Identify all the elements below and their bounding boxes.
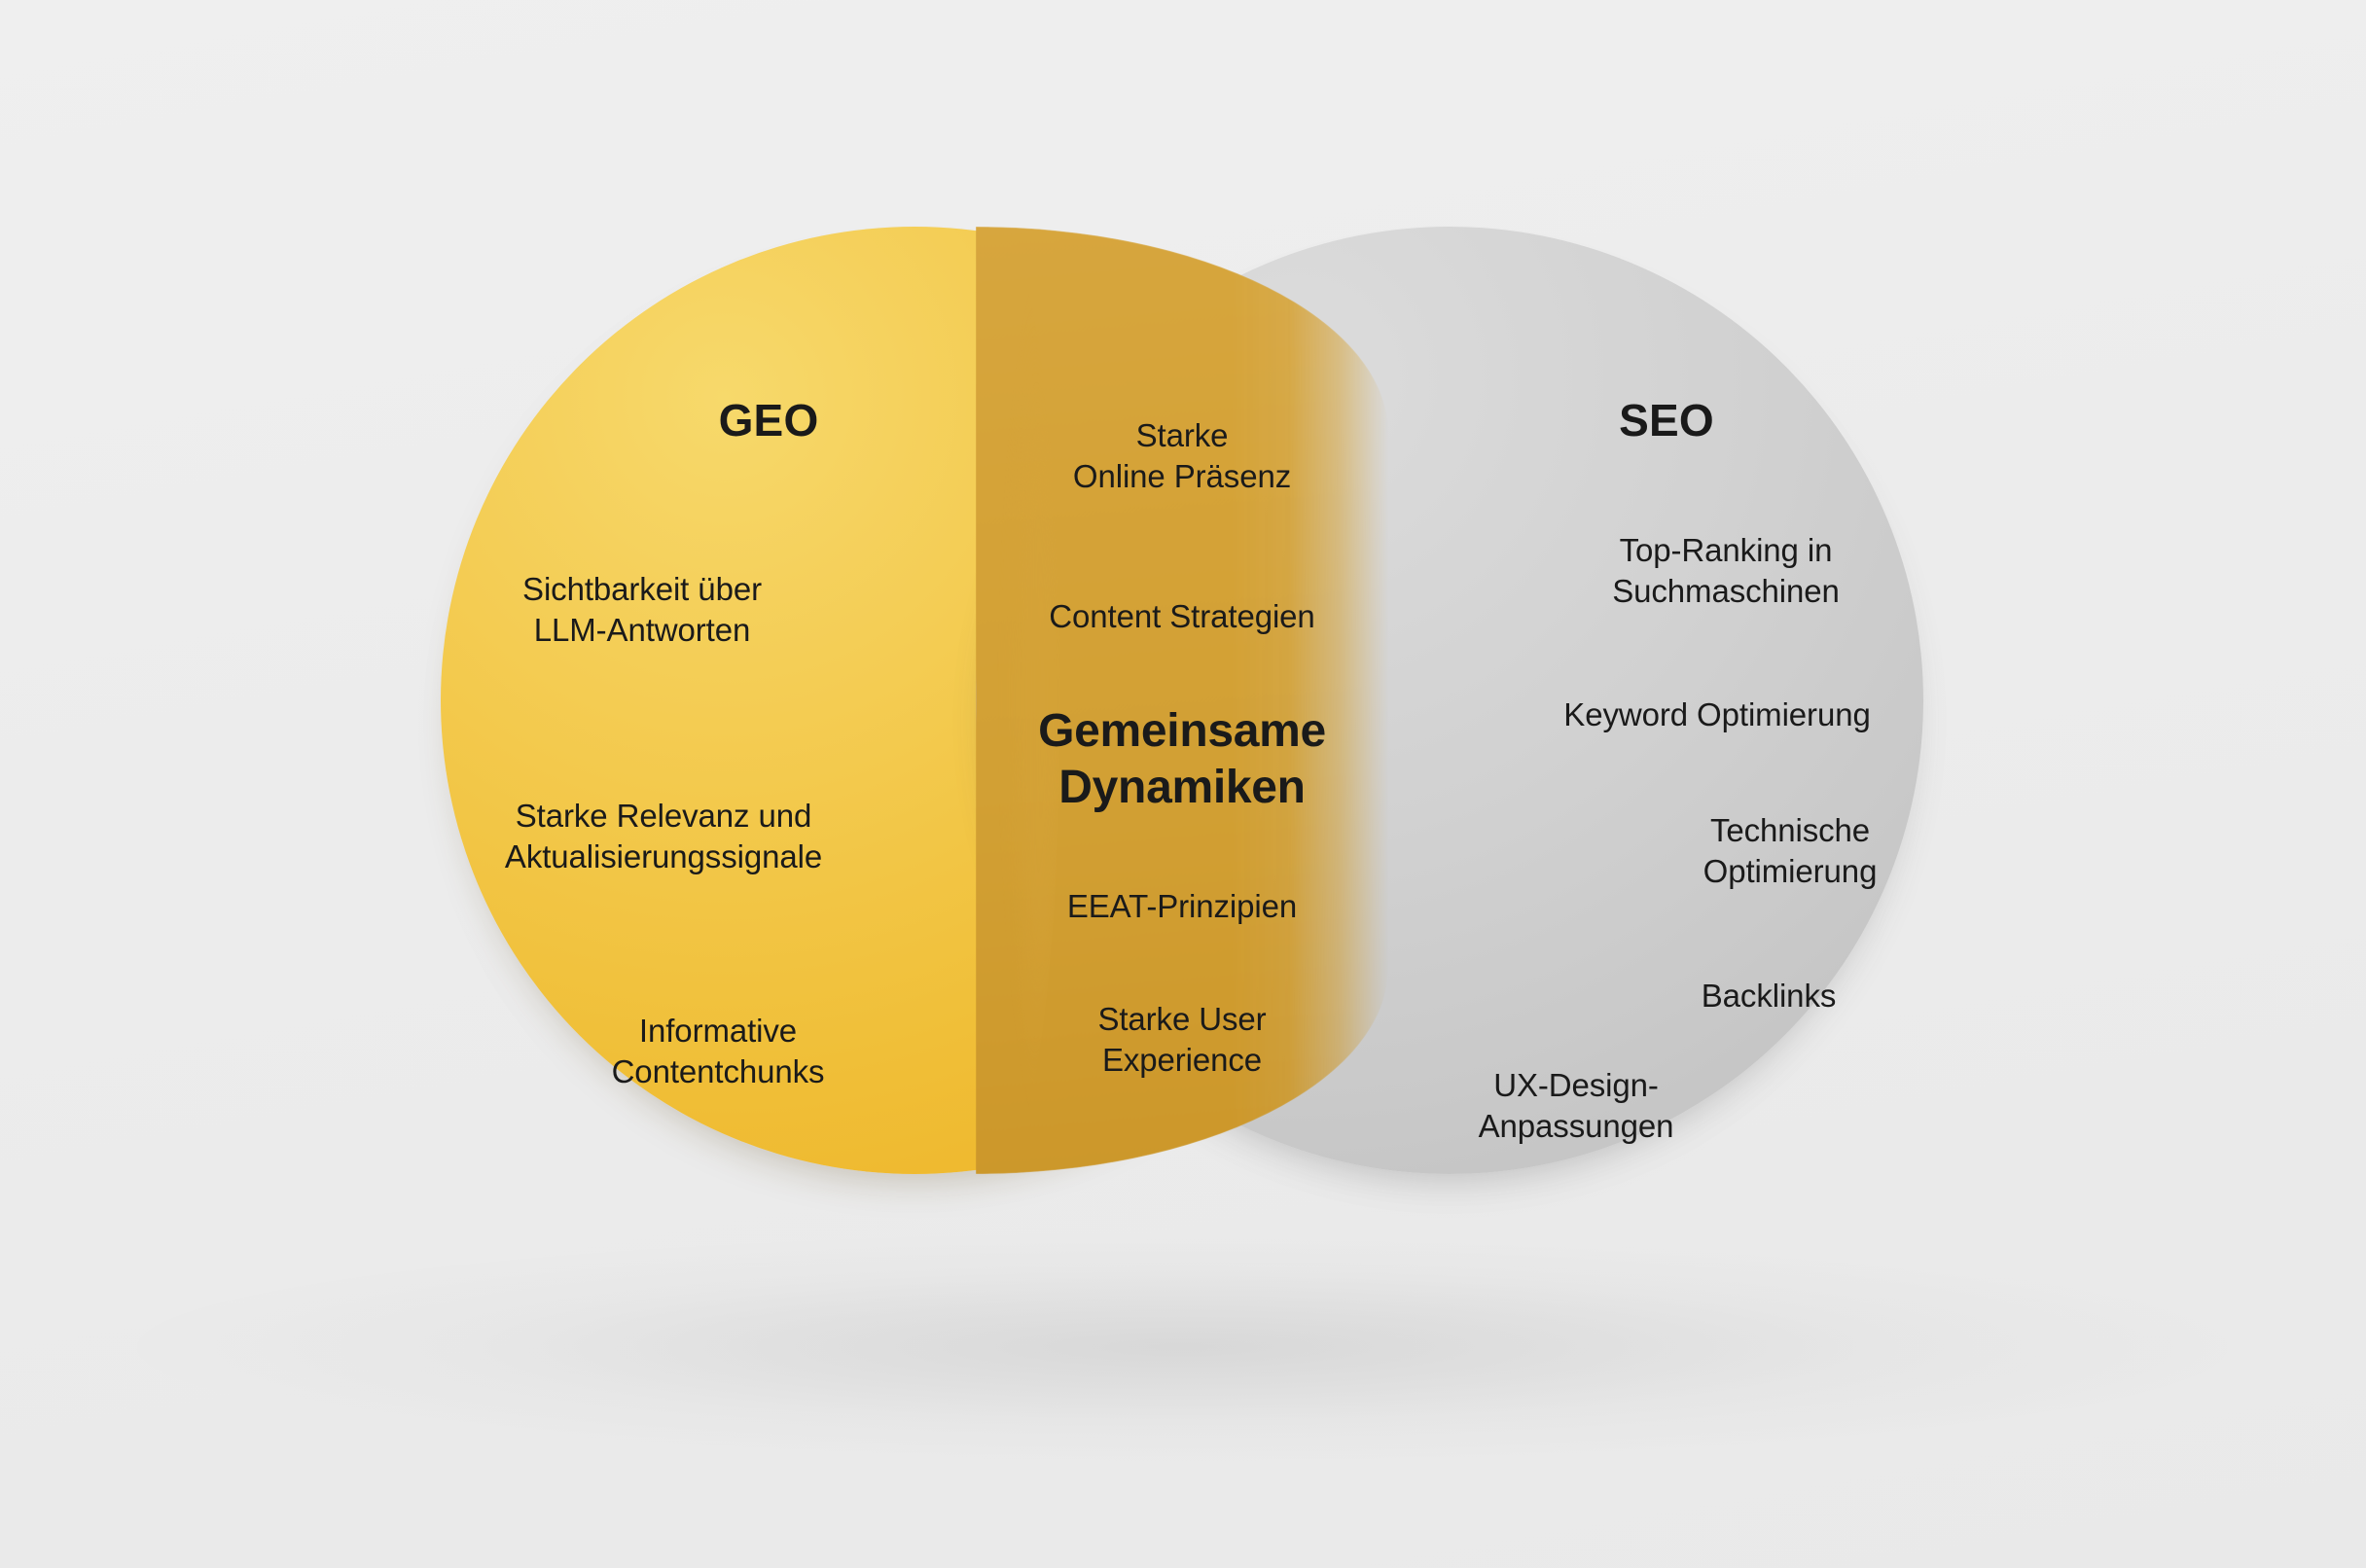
- intersection-title: Gemeinsame Dynamiken: [1038, 705, 1326, 813]
- geo-set-label: GEO: [718, 395, 819, 445]
- intersection-item: Content Strategien: [1049, 598, 1315, 634]
- seo-set-label: SEO: [1619, 395, 1714, 445]
- geo-item: Sichtbarkeit über LLM-Antworten: [522, 571, 762, 648]
- seo-item: Top-Ranking in Suchmaschinen: [1612, 532, 1840, 609]
- seo-item: Backlinks: [1701, 978, 1837, 1014]
- seo-item: Keyword Optimierung: [1563, 696, 1871, 732]
- geo-item: Starke Relevanz und Aktualisierungssigna…: [504, 798, 823, 874]
- geo-item: Informative Contentchunks: [611, 1013, 825, 1089]
- seo-item: UX-Design- Anpassungen: [1478, 1067, 1674, 1144]
- seo-item: Technische Optimierung: [1703, 812, 1878, 889]
- intersection-item: EEAT-Prinzipien: [1066, 888, 1298, 924]
- intersection-item: Starke User Experience: [1097, 1001, 1267, 1078]
- intersection-item: Starke Online Präsenz: [1072, 417, 1292, 494]
